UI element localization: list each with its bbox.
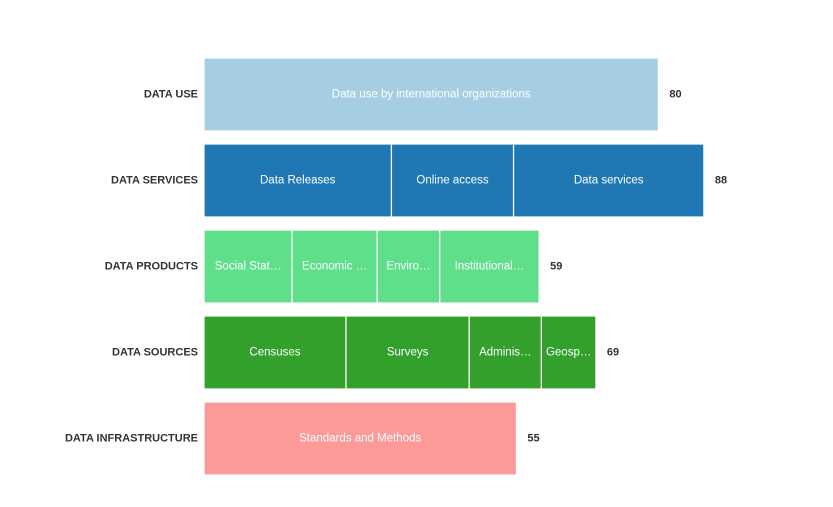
bar-segment[interactable] — [203, 229, 293, 304]
bar-segment[interactable] — [203, 57, 659, 132]
segment-label: Data services — [574, 175, 644, 187]
bar-segment[interactable] — [376, 229, 441, 304]
bar-segment[interactable] — [512, 143, 705, 218]
segment-label: Online access — [416, 175, 488, 187]
row-label: DATA USE — [144, 89, 198, 101]
row-total-label: 88 — [715, 175, 727, 187]
row-label: DATA SERVICES — [111, 175, 198, 187]
segment-label: Enviro… — [386, 261, 430, 273]
bar-segment[interactable] — [345, 315, 470, 390]
segment-label: Censuses — [249, 347, 300, 359]
row-label: DATA SOURCES — [112, 347, 198, 359]
bar-segment[interactable] — [540, 315, 597, 390]
row-total-label: 69 — [607, 347, 619, 359]
row-total-label: 59 — [550, 261, 562, 273]
bar-segment[interactable] — [390, 143, 515, 218]
segment-label: Surveys — [387, 347, 429, 359]
bar-segment[interactable] — [439, 229, 540, 304]
segment-label: Institutional… — [455, 261, 525, 273]
segment-label: Geosp… — [546, 347, 591, 359]
row-label: DATA INFRASTRUCTURE — [65, 433, 198, 445]
row-total-label: 55 — [527, 433, 539, 445]
bar-segment[interactable] — [203, 143, 393, 218]
row-label: DATA PRODUCTS — [105, 261, 198, 273]
bar-segment[interactable] — [203, 401, 517, 476]
segment-label: Data Releases — [260, 175, 336, 187]
segment-label: Data use by international organizations — [332, 89, 531, 101]
bar-segment[interactable] — [291, 229, 378, 304]
segment-label: Economic … — [302, 261, 367, 273]
segment-label: Social Stat… — [215, 261, 281, 273]
bar-segment[interactable] — [203, 315, 347, 390]
segment-label: Standards and Methods — [299, 433, 421, 445]
segment-label: Adminis… — [479, 347, 531, 359]
row-total-label: 80 — [669, 89, 681, 101]
